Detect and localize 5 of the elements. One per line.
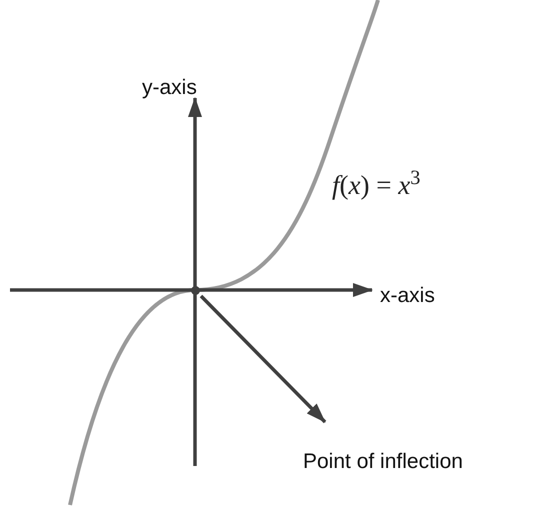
function-formula: f(x) = x$^{3}$	[332, 166, 420, 202]
leader-arrow	[200, 294, 326, 424]
annotation-text: Point of inflection	[303, 446, 463, 478]
axis-label: y-axis	[142, 75, 197, 101]
axis-label: x-axis	[380, 283, 435, 309]
